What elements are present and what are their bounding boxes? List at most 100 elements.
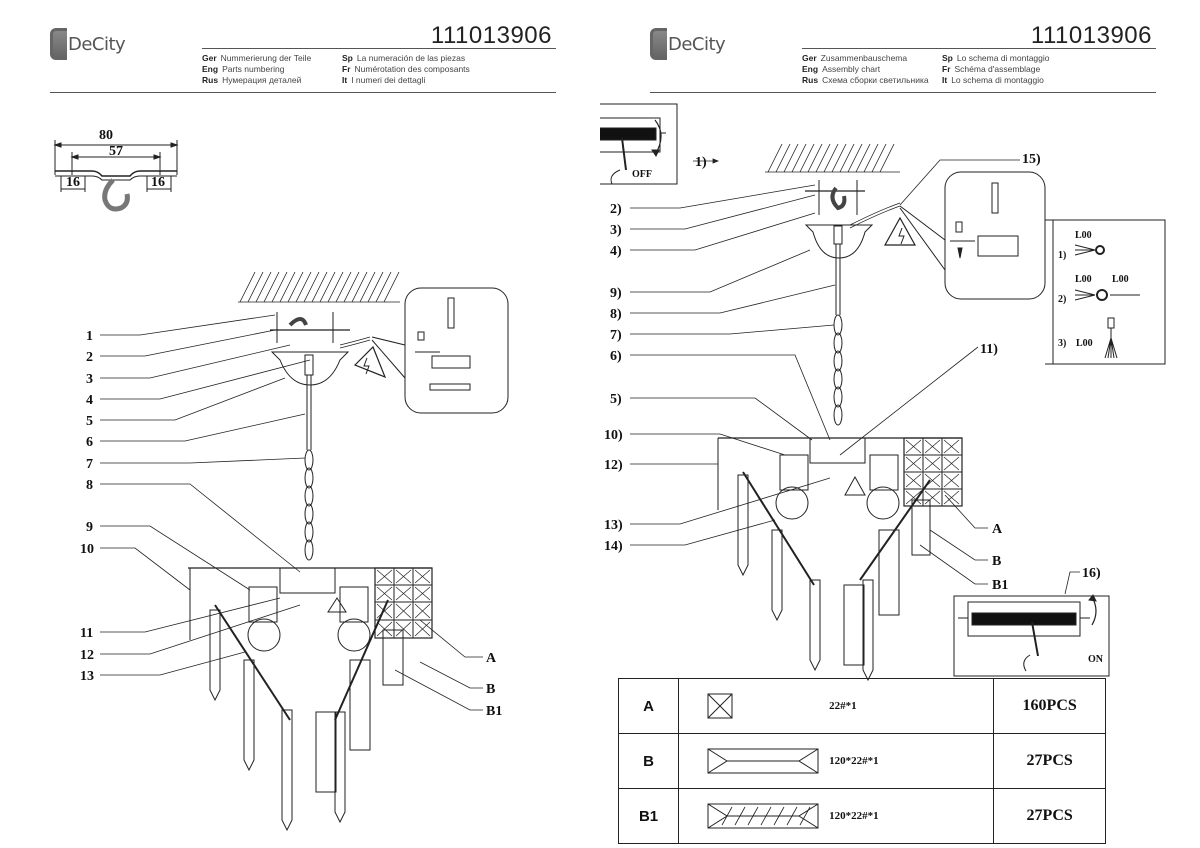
- chandelier-body: [804, 171, 1046, 426]
- table-row: B 120*22#*1 27PCS: [617, 733, 1106, 789]
- svg-text:7: 7: [86, 457, 93, 472]
- svg-text:1): 1): [1058, 250, 1066, 261]
- svg-text:10): 10): [604, 428, 623, 443]
- svg-text:3): 3): [610, 223, 622, 238]
- dim-total: 80: [99, 128, 113, 143]
- svg-text:8: 8: [86, 478, 93, 493]
- part-qty: 160PCS: [993, 678, 1106, 734]
- leader-lines: [630, 158, 1080, 595]
- part-spec: 22#*1: [829, 700, 857, 712]
- hook-bracket-drawing: 80 57 16 16: [53, 128, 179, 212]
- svg-text:7): 7): [610, 328, 622, 343]
- svg-text:2: 2: [86, 350, 93, 365]
- breaker-off-inset: OFF: [600, 103, 678, 185]
- chandelier-frame: [717, 437, 963, 682]
- svg-text:12: 12: [80, 648, 94, 663]
- on-label: ON: [1088, 654, 1104, 665]
- brand-name: DeCity: [68, 33, 126, 55]
- svg-text:6): 6): [610, 349, 622, 364]
- assembly-diagram: OFF: [600, 103, 1166, 682]
- part-id: A: [617, 678, 680, 734]
- electric-warning-icon: [883, 216, 917, 246]
- breaker-on-inset: ON: [953, 594, 1110, 677]
- svg-text:5): 5): [610, 392, 622, 407]
- document-number: 111013906: [1030, 22, 1152, 49]
- off-label: OFF: [632, 169, 652, 180]
- ceiling-hatch: [765, 143, 900, 173]
- svg-text:1): 1): [695, 155, 707, 170]
- dim-inner: 57: [109, 144, 123, 159]
- header-bottom-divider: [650, 92, 1156, 93]
- svg-text:12): 12): [604, 458, 623, 473]
- svg-text:9: 9: [86, 520, 93, 535]
- svg-text:L00: L00: [1075, 230, 1092, 241]
- svg-text:6: 6: [86, 435, 93, 450]
- svg-text:2): 2): [610, 202, 622, 217]
- crystal-grid-a: [374, 567, 433, 639]
- svg-text:11: 11: [80, 626, 93, 641]
- svg-text:4): 4): [610, 244, 622, 259]
- svg-text:B: B: [486, 682, 495, 697]
- table-row: B1 120*22#*1 27PCS: [617, 788, 1106, 844]
- svg-text:3): 3): [1058, 338, 1066, 349]
- svg-text:9): 9): [610, 286, 622, 301]
- svg-text:13: 13: [80, 669, 94, 684]
- chain: [304, 449, 314, 561]
- electric-warning-icon: [353, 345, 387, 379]
- brand-logo: DeCity: [650, 28, 726, 60]
- chandelier-frame: [188, 567, 433, 832]
- leader-lines: [100, 314, 483, 711]
- part-id: B: [617, 733, 680, 789]
- svg-text:5: 5: [86, 414, 93, 429]
- tinted-prism-crystal-icon: [707, 803, 819, 829]
- svg-text:B: B: [992, 554, 1001, 569]
- svg-text:15): 15): [1022, 152, 1041, 167]
- part-qty: 27PCS: [993, 733, 1106, 789]
- svg-text:2): 2): [1058, 294, 1066, 305]
- svg-text:10: 10: [80, 542, 94, 557]
- svg-text:3: 3: [86, 372, 93, 387]
- svg-text:B1: B1: [992, 578, 1008, 593]
- svg-text:B1: B1: [486, 704, 502, 719]
- wiring-inset: [944, 171, 1046, 300]
- part-number-labels: 1 2 3 4 5 6 7 8 9 10 11 12 13 A B B1: [80, 329, 502, 719]
- parts-diagram: 80 57 16 16: [53, 128, 509, 832]
- crystal-parts-table: A 22#*1 160PCS B 120*22#*1 27PCS B1 120*…: [617, 678, 1106, 844]
- brand-name: DeCity: [668, 33, 726, 55]
- header-divider: [802, 48, 1156, 49]
- svg-text:L00: L00: [1112, 274, 1129, 285]
- square-crystal-icon: [707, 693, 733, 719]
- prism-crystal-icon: [707, 748, 819, 774]
- wire-steps-inset: 1) L00 2) L00 L00 3) L00: [1045, 219, 1166, 365]
- chandelier-body: [270, 287, 509, 561]
- wiring-inset: [404, 287, 509, 414]
- svg-text:14): 14): [604, 539, 623, 554]
- svg-text:4: 4: [86, 393, 93, 408]
- svg-text:L00: L00: [1075, 274, 1092, 285]
- svg-text:L00: L00: [1076, 338, 1093, 349]
- svg-text:13): 13): [604, 518, 623, 533]
- svg-text:11): 11): [980, 342, 998, 357]
- crystal-grid-a: [903, 437, 963, 507]
- brand-logo: DeCity: [50, 28, 126, 60]
- svg-text:A: A: [486, 651, 497, 666]
- dim-right: 16: [151, 175, 165, 190]
- svg-text:16): 16): [1082, 566, 1101, 581]
- part-qty: 27PCS: [993, 788, 1106, 844]
- part-spec: 120*22#*1: [829, 755, 879, 767]
- header-divider: [202, 48, 556, 49]
